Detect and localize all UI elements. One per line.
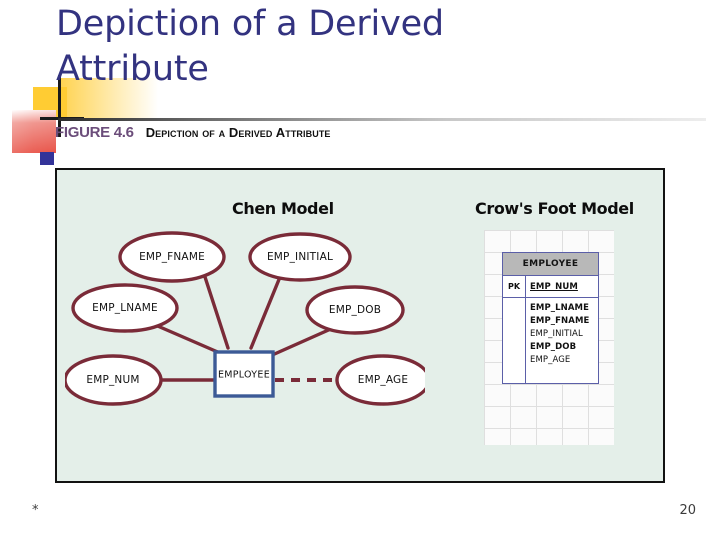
crows-foot-pk-attribute: EMP_NUM	[530, 281, 578, 292]
connector-emp-initial	[249, 275, 282, 350]
crows-foot-attribute: EMP_FNAME	[530, 316, 590, 326]
crows-foot-model-heading: Crow's Foot Model	[475, 199, 634, 218]
chen-attribute-label-emp-num: EMP_NUM	[86, 374, 139, 386]
crows-foot-attribute: EMP_LNAME	[530, 303, 590, 313]
chen-attribute-emp-initial	[248, 232, 352, 282]
connector-emp-fname	[203, 275, 230, 350]
crows-foot-attribute: EMP_DOB	[530, 342, 577, 352]
crows-foot-primary-key-row: PK EMP_NUM	[503, 276, 598, 298]
crows-foot-attribute-body: EMP_LNAME EMP_FNAME EMP_INITIAL EMP_DOB …	[503, 298, 598, 383]
crows-foot-pk-tag: PK	[503, 276, 526, 297]
chen-entity-employee	[213, 350, 275, 398]
chen-entity-label: EMPLOYEE	[218, 370, 270, 381]
crows-foot-attribute-list: EMP_LNAME EMP_FNAME EMP_INITIAL EMP_DOB …	[526, 298, 598, 383]
connector-emp-dob	[268, 326, 335, 358]
crows-foot-canvas: EMPLOYEE PK EMP_NUM EMP_LNAME EMP_FNAME …	[484, 230, 614, 445]
figure-caption: FIGURE 4.6 Depiction of a Derived Attrib…	[55, 124, 331, 142]
chen-attribute-emp-lname	[71, 283, 179, 333]
figure-panel: Chen Model Crow's Foot Model EMPLOYEE EM…	[55, 168, 665, 483]
decor-yellow-glow	[58, 78, 158, 118]
chen-attribute-label-emp-dob: EMP_DOB	[329, 304, 381, 316]
chen-attribute-emp-dob	[305, 285, 405, 335]
crows-foot-table-name: EMPLOYEE	[503, 253, 598, 276]
chen-attribute-label-emp-lname: EMP_LNAME	[92, 302, 158, 314]
chen-model-diagram: EMPLOYEE EMP_FNAME EMP_INITIAL EMP_LNAME…	[65, 231, 425, 406]
crows-foot-attribute: EMP_INITIAL	[530, 329, 583, 339]
decor-vertical-rule	[58, 75, 61, 137]
page-title: Depiction of a Derived Attribute	[56, 4, 455, 89]
chen-attribute-emp-fname	[118, 231, 226, 283]
chen-attribute-label-emp-initial: EMP_INITIAL	[267, 251, 333, 263]
chen-attribute-label-emp-age: EMP_AGE	[358, 374, 408, 386]
chen-attribute-emp-age	[335, 354, 425, 406]
title-divider	[58, 118, 706, 121]
connector-emp-lname	[151, 322, 222, 355]
figure-number: FIGURE 4.6	[55, 124, 134, 141]
decor-navy-square	[40, 152, 54, 165]
chen-attribute-emp-num	[65, 354, 163, 406]
chen-model-heading: Chen Model	[232, 199, 334, 218]
crows-foot-key-gutter	[503, 298, 526, 383]
footer-marker: *	[32, 503, 39, 518]
chen-attribute-label-emp-fname: EMP_FNAME	[139, 251, 205, 263]
page-number: 20	[679, 503, 696, 518]
crows-foot-table: EMPLOYEE PK EMP_NUM EMP_LNAME EMP_FNAME …	[502, 252, 599, 384]
figure-caption-text: Depiction of a Derived Attribute	[145, 125, 331, 140]
crows-foot-attribute: EMP_AGE	[530, 355, 571, 365]
